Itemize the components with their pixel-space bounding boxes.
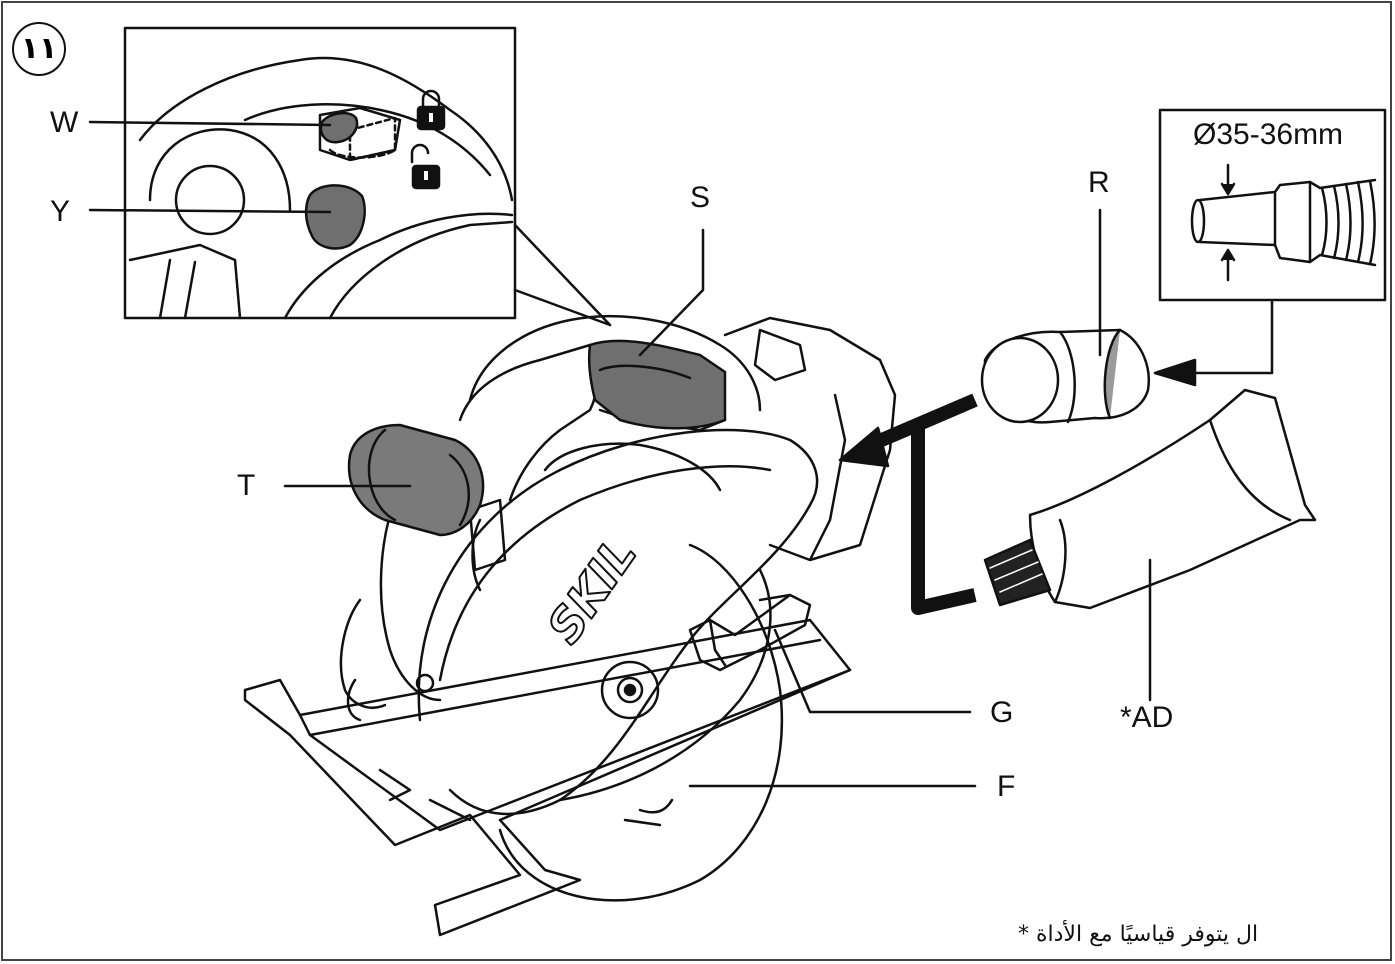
bracket-connector <box>911 428 977 615</box>
lock-closed-icon <box>416 89 446 131</box>
label-G: G <box>990 696 1014 729</box>
label-T: T <box>237 469 256 502</box>
hose-diameter-label: Ø35-36mm <box>1193 118 1344 151</box>
front-knob-T-shape <box>347 423 485 537</box>
lock-button-W-shape <box>319 111 359 144</box>
label-Y: Y <box>50 195 71 228</box>
lock-open-icon <box>410 143 441 190</box>
arrow-shaft <box>867 393 978 452</box>
inset-connector-line <box>513 223 612 327</box>
leader-line-Y <box>88 208 332 214</box>
footnote: * ال يتوفر قياسيًا مع الأداة <box>1018 922 1258 947</box>
leader-line-S <box>638 228 705 357</box>
dust-adapter-R-shape <box>980 328 1151 424</box>
detail-inset-drawing <box>128 56 514 320</box>
label-R: R <box>1088 166 1110 199</box>
inset-connector-line <box>513 288 612 327</box>
figure-number: ١١ <box>12 22 66 76</box>
label-W: W <box>50 106 79 139</box>
hose-drawing <box>1190 163 1377 282</box>
hose-inset-frame <box>1158 108 1387 302</box>
label-S: S <box>690 181 711 214</box>
leader-line-G <box>773 628 972 714</box>
footnote-text: ال يتوفر قياسيًا مع الأداة <box>1036 922 1259 947</box>
dust-bag-AD-shape <box>983 388 1317 610</box>
leader-line-W <box>88 120 332 127</box>
label-AD: *AD <box>1120 701 1174 734</box>
arrow-head <box>838 426 890 468</box>
switch-S-shape <box>587 339 727 430</box>
footnote-star: * <box>1018 922 1029 947</box>
label-F: F <box>997 770 1016 803</box>
inset-arrow-line <box>1193 298 1274 375</box>
switch-button-Y-shape <box>304 184 366 250</box>
